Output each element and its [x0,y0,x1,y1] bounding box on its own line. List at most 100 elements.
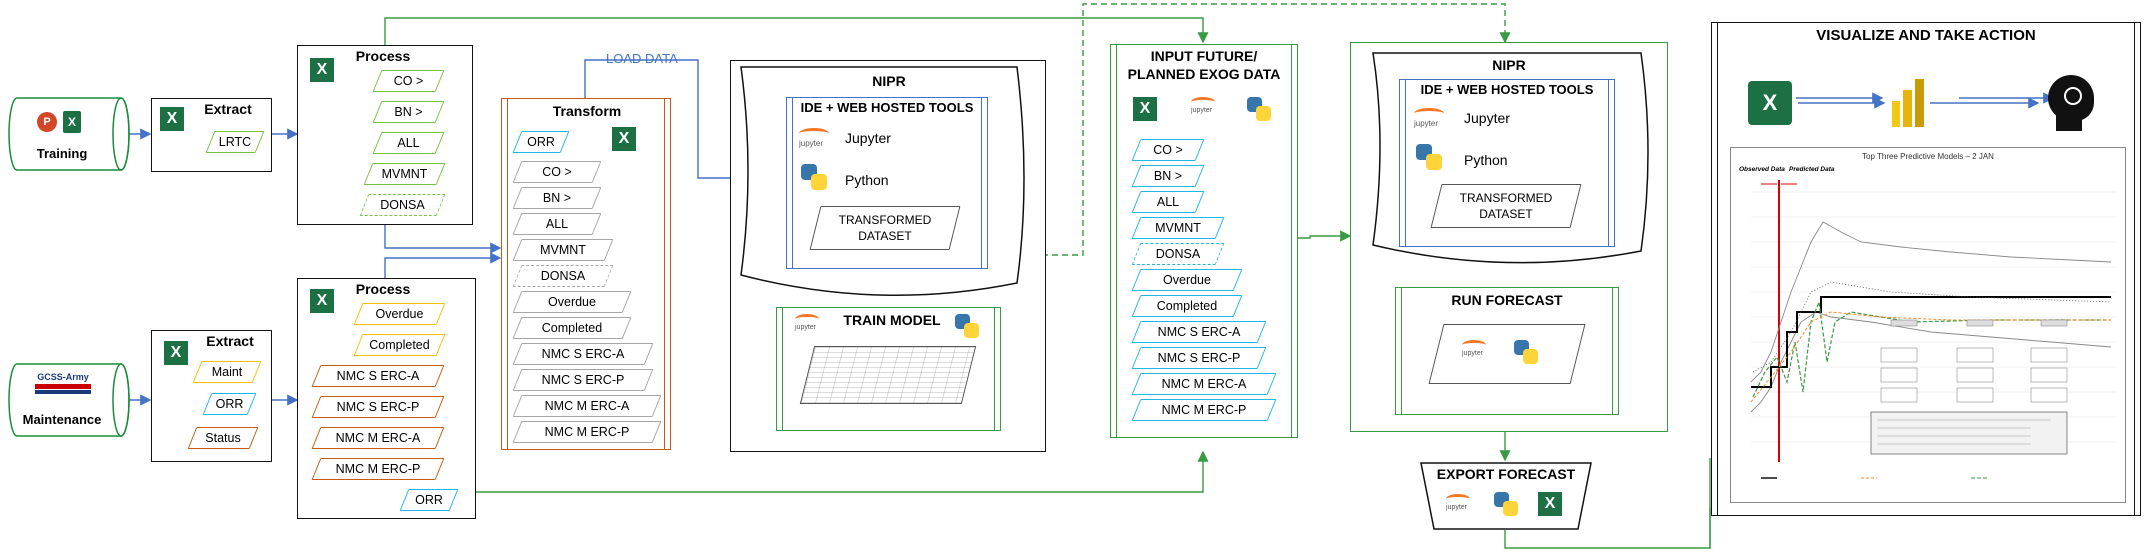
nipr-title: NIPR [1492,57,1526,73]
nipr-box-2: NIPR IDE + WEB HOSTED TOOLS jupyter Jupy… [1350,42,1668,432]
run-forecast-box: RUN FORECAST jupyter [1395,287,1619,415]
ide-box: IDE + WEB HOSTED TOOLS jupyter Jupyter P… [1399,79,1615,247]
nipr-title: NIPR [872,73,906,89]
chart-lines [1750,180,2116,479]
input-item: CO > [1131,139,1205,161]
input-item: DONSA [1131,243,1225,265]
process-bottom-box: X Process Overdue Completed NMC S ERC-A … [297,278,476,519]
process-item: ALL [372,132,445,154]
process-item: NMC S ERC-A [311,365,445,387]
jupyter-icon: jupyter [1462,340,1492,360]
process-title: Process [355,48,411,64]
input-item: NMC M ERC-P [1131,399,1277,421]
transform-item: CO > [512,161,602,183]
chart-title: Top Three Predictive Models – 2 JAN [1862,152,1994,161]
maintenance-label: Maintenance [22,412,102,427]
input-title: INPUT FUTURE/PLANNED EXOG DATA [1127,48,1281,82]
input-item: Overdue [1131,269,1243,291]
transform-item: NMC M ERC-A [512,395,662,417]
process-item: Completed [353,334,446,356]
process-item: DONSA [359,194,446,216]
input-item: MVMNT [1131,217,1225,239]
excel-icon: X [310,58,334,82]
maintenance-source: GCSS-Army Maintenance [7,362,131,438]
excel-icon: X [1748,81,1792,125]
transform-item: NMC M ERC-P [512,421,662,443]
process-item: ORR [399,489,459,511]
jupyter-icon: jupyter [1446,494,1476,514]
forecast-chart-thumbnail: Top Three Predictive Models – 2 JAN Obse… [1730,147,2126,503]
visualize-title: VISUALIZE AND TAKE ACTION [1816,27,2036,44]
input-item: NMC M ERC-A [1131,373,1277,395]
train-model-title: TRAIN MODEL [843,312,941,328]
transform-title: Transform [552,103,622,119]
transform-item: NMC S ERC-A [512,343,654,365]
ide-title: IDE + WEB HOSTED TOOLS [800,100,974,115]
excel-icon: X [310,289,334,313]
training-label: Training [36,146,88,161]
transform-item: Completed [512,317,632,339]
transform-item: ORR [512,131,570,153]
python-label: Python [845,172,889,188]
process-title: Process [355,281,411,297]
input-item: Completed [1131,295,1243,317]
lrtc-item: LRTC [205,131,265,153]
process-item: CO > [372,70,445,92]
process-top-box: X Process CO > BN > ALL MVMNT DONSA [297,45,473,225]
transform-item: DONSA [512,265,614,287]
powerbi-icon [1892,79,1924,127]
python-icon [801,164,827,190]
jupyter-label: Jupyter [845,130,891,146]
ide-title: IDE + WEB HOSTED TOOLS [1420,82,1594,97]
excel-icon: X [1538,492,1562,516]
excel-icon: X [612,127,636,151]
ide-box: IDE + WEB HOSTED TOOLS jupyter Jupyter P… [786,97,988,269]
process-item: NMC M ERC-A [311,427,445,449]
train-model-box: jupyter TRAIN MODEL [776,307,1001,431]
jupyter-icon: jupyter [1414,108,1450,132]
transform-item: BN > [512,187,602,209]
run-forecast-title: RUN FORECAST [1451,292,1563,308]
extract-item: Status [187,427,259,449]
jupyter-icon: jupyter [795,314,825,334]
python-icon [1416,144,1442,170]
visualize-arrows [1798,97,2040,109]
predicted-data-label: Predicted Data [1789,166,1835,173]
excel-icon: X [63,111,81,133]
gcss-army-logo: GCSS-Army [35,372,91,402]
excel-icon: X [164,341,188,365]
transform-item: MVMNT [512,239,614,261]
process-item: NMC S ERC-P [311,396,445,418]
python-label: Python [1464,152,1508,168]
python-icon [1247,97,1271,121]
training-source: P X Training [7,96,131,172]
powerpoint-icon: P [37,112,57,132]
input-item: NMC S ERC-P [1131,347,1267,369]
input-item: NMC S ERC-A [1131,321,1267,343]
extract-item: Maint [192,361,262,383]
data-table-thumbnail [799,346,977,404]
excel-icon: X [1133,97,1157,121]
extract-title: Extract [204,101,252,117]
python-icon [1514,340,1538,364]
export-forecast-box: EXPORT FORECAST jupyter X [1420,462,1592,530]
forecast-tools-panel [1428,324,1586,384]
input-item: ALL [1131,191,1205,213]
input-future-box: INPUT FUTURE/PLANNED EXOG DATA X jupyter… [1110,44,1298,438]
process-item: MVMNT [363,163,446,185]
transform-item: Overdue [512,291,632,313]
excel-icon: X [160,107,184,131]
load-data-label: LOAD DATA [606,51,678,66]
insight-head-icon [2046,75,2098,131]
jupyter-icon: jupyter [799,128,835,152]
transform-item: ALL [512,213,602,235]
nipr-box-1: NIPR IDE + WEB HOSTED TOOLS jupyter Jupy… [730,60,1046,452]
extract-item: ORR [202,393,257,415]
visualize-box: VISUALIZE AND TAKE ACTION X Top Three Pr… [1711,22,2141,516]
transform-box: Transform X ORR CO > BN > ALL MVMNT DONS… [501,98,671,450]
python-icon [955,314,979,338]
process-item: NMC M ERC-P [311,458,445,480]
extract-bottom-box: X Extract Maint ORR Status [151,330,272,462]
